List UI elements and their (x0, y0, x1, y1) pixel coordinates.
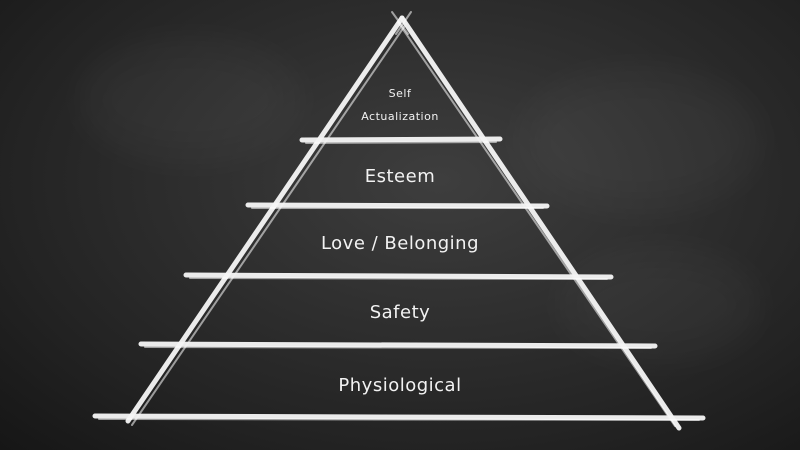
base-line-trace (98, 418, 700, 421)
divider-3-trace (189, 277, 608, 280)
pyramid-left-edge (125, 15, 405, 424)
divider-4 (138, 341, 658, 349)
level-safety: Safety (369, 302, 431, 323)
level-physiological: Physiological (338, 375, 462, 396)
pyramid-left-edge-trace (131, 23, 407, 426)
pyramid-apex-overshoot-left (391, 11, 409, 35)
level-self-actualization-line2: Actualization (361, 110, 439, 123)
pyramid-right-edge (399, 15, 682, 431)
level-love-belonging: Love / Belonging (320, 233, 480, 254)
divider-1-trace (305, 141, 497, 144)
pyramid-right-edge-trace (397, 21, 676, 427)
divider-1 (299, 136, 503, 143)
level-self-actualization-line1: Self (388, 87, 412, 100)
level-self-actualization: Self Actualization (0, 82, 800, 128)
base-line (92, 413, 706, 421)
pyramid-apex-overshoot-right (395, 11, 412, 35)
level-esteem: Esteem (364, 166, 436, 187)
divider-2 (245, 202, 550, 209)
divider-3 (183, 272, 614, 280)
divider-4-trace (144, 346, 652, 349)
